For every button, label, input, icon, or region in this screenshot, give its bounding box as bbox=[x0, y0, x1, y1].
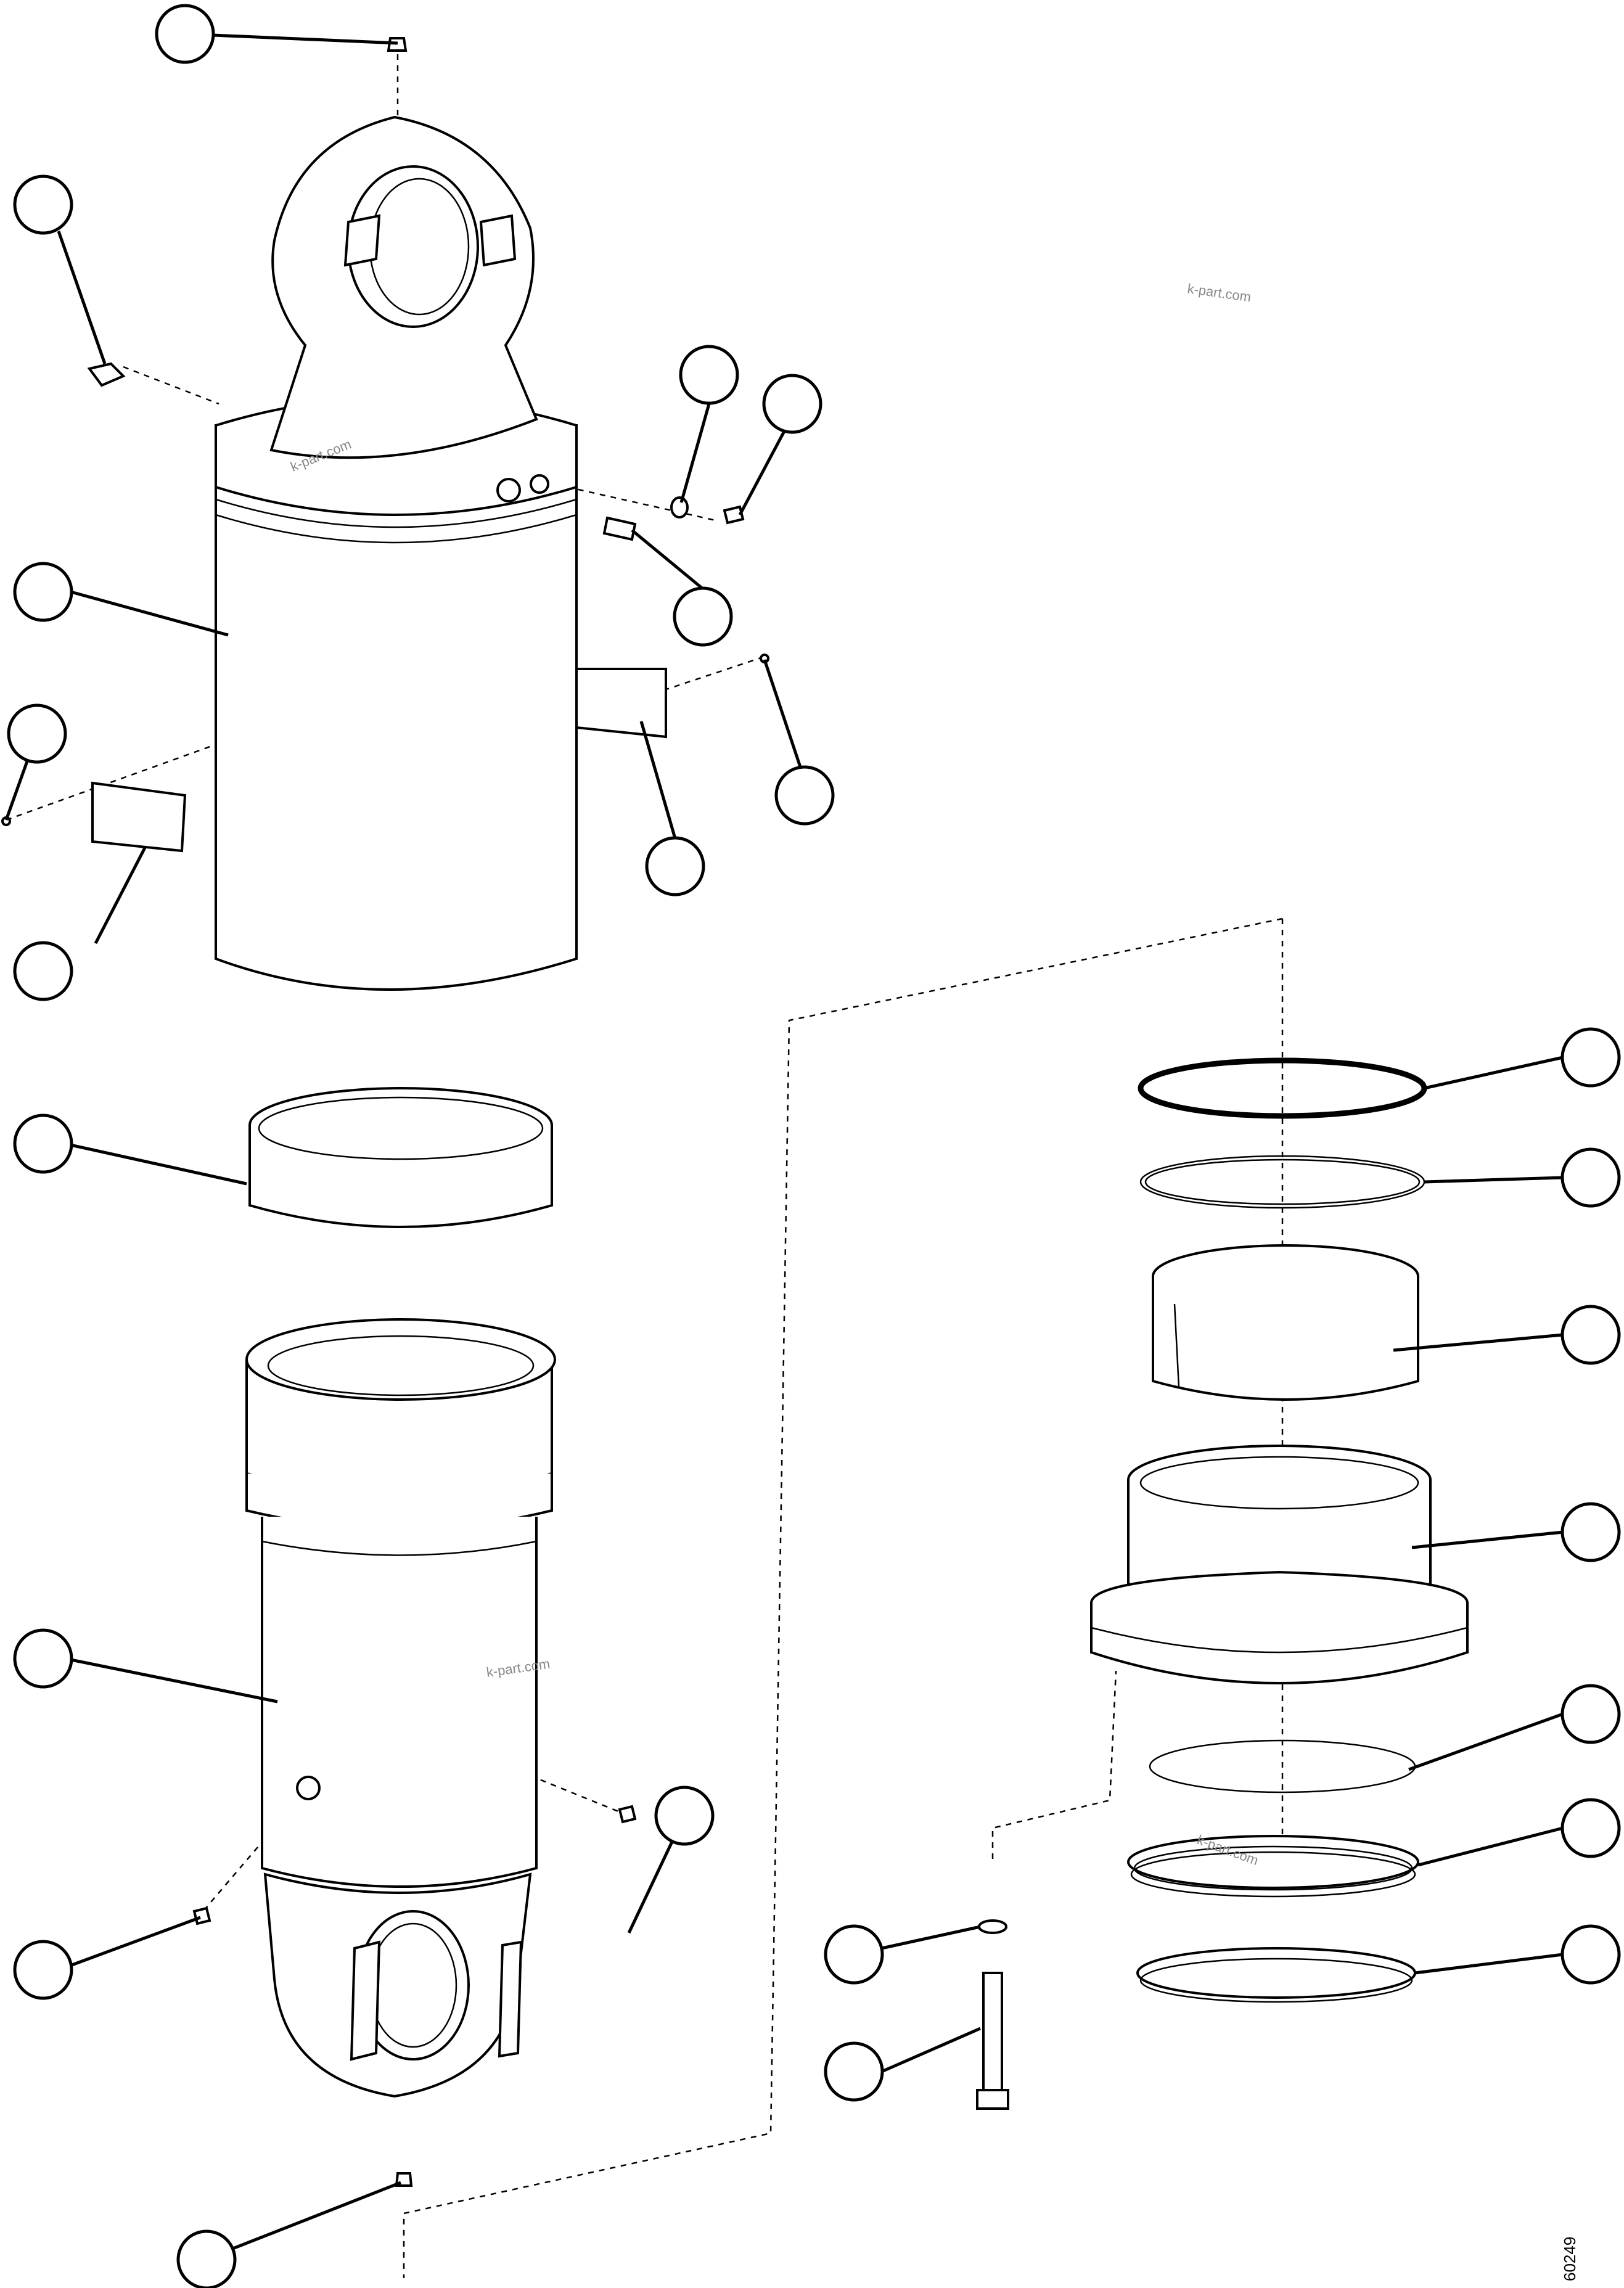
callout-bubble-2 bbox=[13, 174, 73, 235]
callout-bubble-24 bbox=[176, 2229, 237, 2288]
seal-stack bbox=[976, 1057, 1469, 2110]
callout-bubble-6 bbox=[13, 562, 73, 622]
callout-bubble-22 bbox=[824, 1924, 884, 1985]
callout-bubble-23 bbox=[824, 2041, 884, 2102]
cylinder-barrel bbox=[91, 115, 667, 991]
sleeve-ring bbox=[248, 1087, 553, 1228]
callout-bubble-15 bbox=[1560, 1502, 1621, 1562]
callout-bubble-5 bbox=[673, 586, 733, 647]
callout-bubble-19 bbox=[13, 1628, 73, 1689]
callout-bubble-18 bbox=[1560, 1924, 1621, 1985]
assembly-lines bbox=[6, 43, 1284, 2278]
callout-bubble-13 bbox=[1560, 1147, 1621, 1208]
callout-bubble-20 bbox=[654, 1786, 715, 1846]
watermark-1: k-part.com bbox=[1186, 281, 1252, 305]
callout-bubbles bbox=[7, 4, 1621, 2288]
callout-leaders bbox=[4, 32, 1564, 2252]
callout-bubble-16 bbox=[1560, 1684, 1621, 1744]
callout-bubble-4 bbox=[762, 374, 822, 434]
callout-bubble-14 bbox=[1560, 1305, 1621, 1365]
callout-bubble-11 bbox=[13, 1113, 73, 1174]
callout-bubble-9 bbox=[13, 941, 73, 1001]
piston-rod bbox=[192, 1318, 637, 2187]
callout-bubble-7 bbox=[7, 703, 67, 764]
callout-bubble-1 bbox=[155, 4, 215, 64]
callout-bubble-12 bbox=[1560, 1027, 1621, 1088]
callout-bubble-21 bbox=[13, 1940, 73, 2000]
callout-bubble-8 bbox=[774, 765, 835, 826]
fittings-top bbox=[1, 37, 769, 826]
callout-bubble-3 bbox=[679, 345, 739, 405]
drawing-code: 60249 bbox=[1560, 2237, 1579, 2281]
callout-bubble-10 bbox=[645, 836, 705, 896]
callout-bubble-17 bbox=[1560, 1798, 1621, 1858]
